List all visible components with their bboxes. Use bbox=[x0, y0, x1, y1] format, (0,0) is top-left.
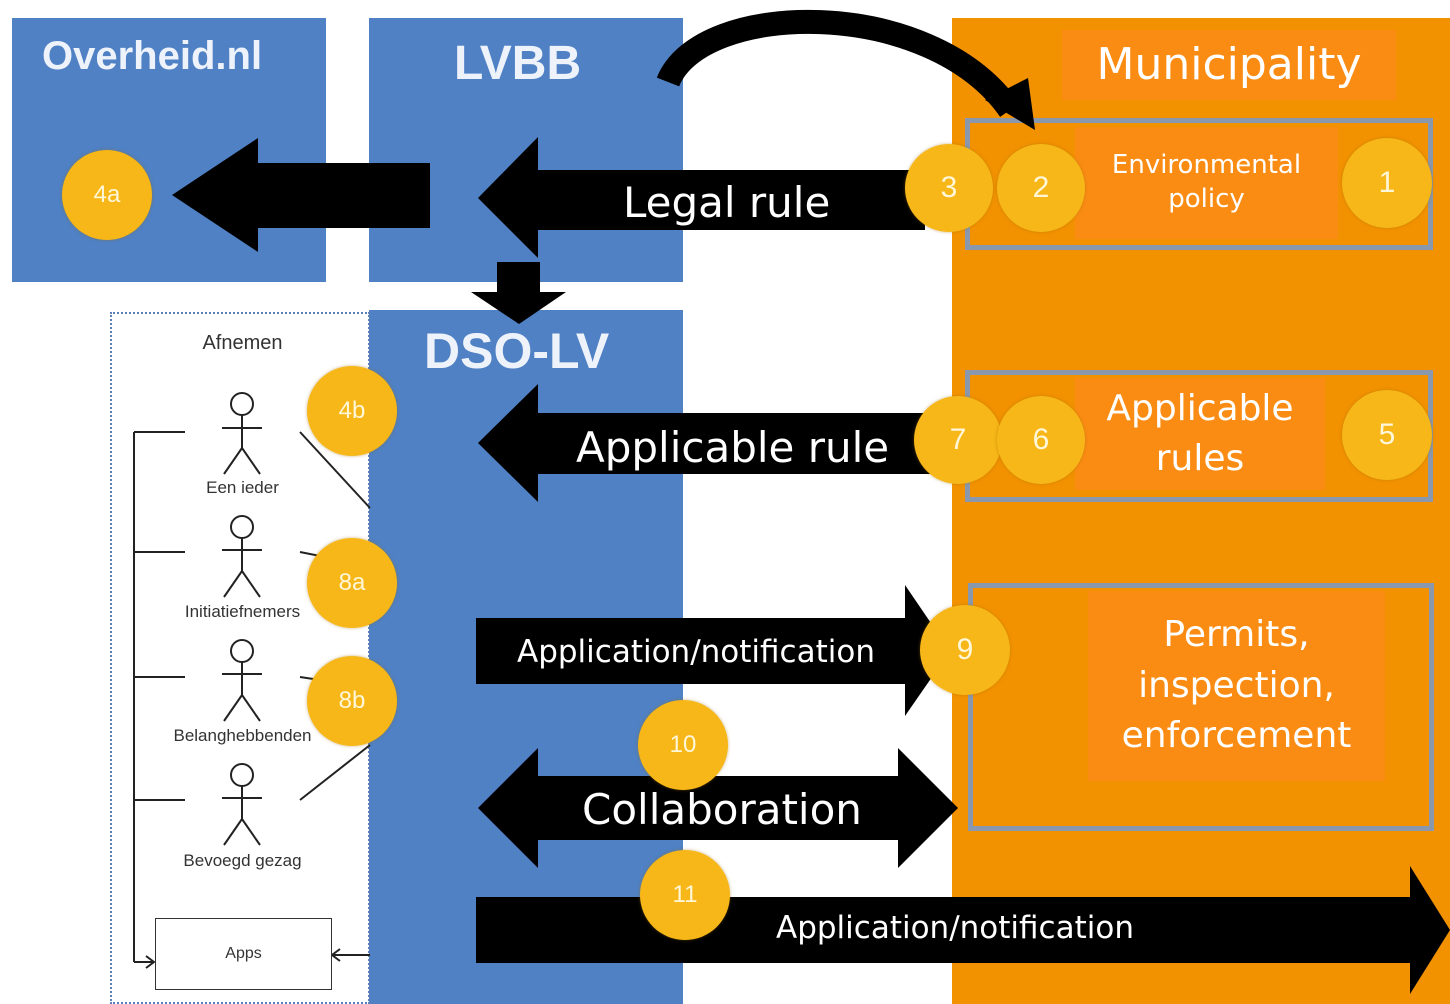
applicable-rules-box: Applicable rules bbox=[1075, 378, 1325, 490]
badge-8b: 8b bbox=[307, 656, 397, 746]
permits-line1: Permits, bbox=[1163, 614, 1310, 656]
overheid-title: Overheid.nl bbox=[42, 34, 263, 78]
badge-8a: 8a bbox=[307, 538, 397, 628]
actor-label-2: Initiatiefnemers bbox=[184, 602, 301, 621]
municipality-title-text: Municipality bbox=[1096, 39, 1362, 91]
badge-4b: 4b bbox=[307, 366, 397, 456]
collaboration-arrow bbox=[478, 748, 958, 868]
permits-box: Permits, inspection, enforcement bbox=[1088, 591, 1385, 781]
actor-figure-1 bbox=[222, 392, 262, 475]
badge-9: 9 bbox=[920, 605, 1010, 695]
application-notification-label-2: Application/notification bbox=[776, 910, 1134, 946]
badge-4a: 4a bbox=[62, 150, 152, 240]
badge-6: 6 bbox=[997, 396, 1085, 484]
actor-figure-2 bbox=[222, 515, 262, 598]
badge-2: 2 bbox=[997, 144, 1085, 232]
applicable-rule-label: Applicable rule bbox=[576, 423, 890, 472]
actor-figure-4 bbox=[222, 763, 262, 846]
environmental-policy-box: Environmental policy bbox=[1075, 127, 1338, 239]
lvbb-title: LVBB bbox=[454, 37, 582, 90]
environmental-policy-line1: Environmental bbox=[1111, 150, 1302, 181]
badge-5: 5 bbox=[1342, 390, 1432, 480]
badge-10: 10 bbox=[638, 700, 728, 790]
actor-connectors bbox=[133, 431, 371, 969]
curved-arrow bbox=[656, 9, 1020, 118]
badge-3: 3 bbox=[905, 144, 993, 232]
afnemen-title: Afnemen bbox=[202, 332, 283, 354]
badge-7: 7 bbox=[914, 396, 1002, 484]
municipality-title: Municipality bbox=[1062, 30, 1396, 100]
legal-rule-arrow bbox=[478, 137, 925, 258]
dso-lv-title: DSO-LV bbox=[424, 323, 610, 379]
permits-group bbox=[968, 583, 1434, 831]
permits-line2: inspection, bbox=[1138, 664, 1335, 706]
actor-figures bbox=[222, 392, 262, 846]
applicable-rules-line2: rules bbox=[1155, 438, 1245, 479]
arrow-to-overheid bbox=[172, 138, 430, 252]
environmental-policy-line2: policy bbox=[1168, 184, 1245, 214]
badge-11: 11 bbox=[640, 850, 730, 940]
application-arrow-1 bbox=[476, 585, 950, 716]
actor-figure-3 bbox=[222, 639, 262, 722]
legal-rule-label: Legal rule bbox=[623, 178, 831, 227]
apps-label: Apps bbox=[225, 945, 262, 962]
permits-line3: enforcement bbox=[1121, 715, 1352, 757]
down-arrow-lvbb-dso bbox=[471, 262, 566, 324]
actor-label-3: Belanghebbenden bbox=[173, 726, 312, 745]
badge-1: 1 bbox=[1342, 138, 1432, 228]
afnemen-box bbox=[110, 312, 370, 1004]
overheid-panel bbox=[12, 18, 326, 282]
application-notification-label-1: Application/notification bbox=[517, 634, 875, 670]
applicable-rule-arrow bbox=[478, 384, 935, 502]
applicable-rules-line1: Applicable bbox=[1106, 387, 1294, 429]
apps-box: Apps bbox=[155, 918, 332, 990]
collaboration-label: Collaboration bbox=[582, 785, 862, 834]
actor-label-4: Bevoegd gezag bbox=[183, 851, 302, 870]
actor-label-1: Een ieder bbox=[206, 478, 279, 497]
curved-arrow-head bbox=[985, 78, 1035, 130]
